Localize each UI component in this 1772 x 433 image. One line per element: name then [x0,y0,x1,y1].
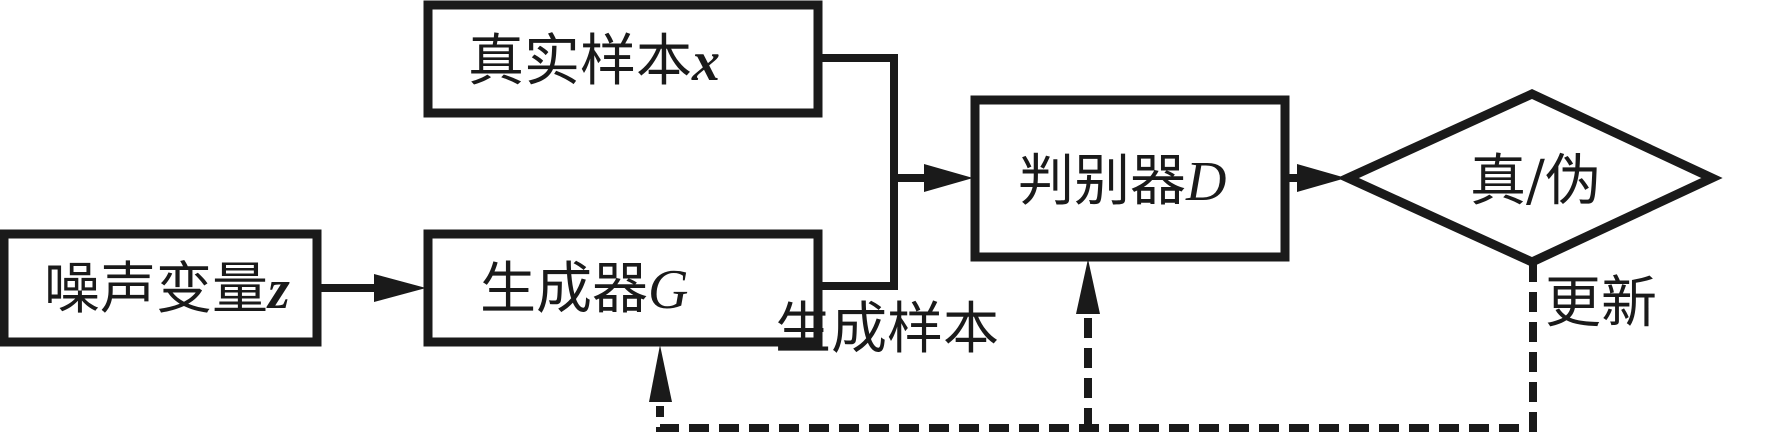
generator-node: 生成器G [423,229,823,347]
update-label: 更新 [1545,271,1657,336]
decision-node: 真/伪 [1337,89,1723,267]
edge-update-feedback [649,259,1537,432]
arrowhead-icon [374,274,426,302]
discriminator-node: 判别器D [970,95,1290,262]
arrowhead-icon [924,164,973,192]
decision-label: 真/伪 [1470,149,1601,214]
edge-discriminator-to-decision [1285,164,1346,192]
arrowhead-icon [1297,164,1346,192]
edge-merge-to-discriminator [818,54,973,290]
arrowhead-up-icon [1076,259,1100,314]
noise-node: 噪声变量z [0,229,322,347]
noise-label: 噪声变量z [44,257,290,322]
generator-label: 生成器G [480,257,688,322]
real-sample-node: 真实样本x [423,0,823,118]
edge-noise-to-generator [317,274,426,302]
generated-samples-label: 生成样本 [775,297,999,362]
arrowhead-up-icon [649,345,672,402]
real-sample-label: 真实样本x [468,29,720,94]
discriminator-label: 判别器D [1018,149,1226,214]
